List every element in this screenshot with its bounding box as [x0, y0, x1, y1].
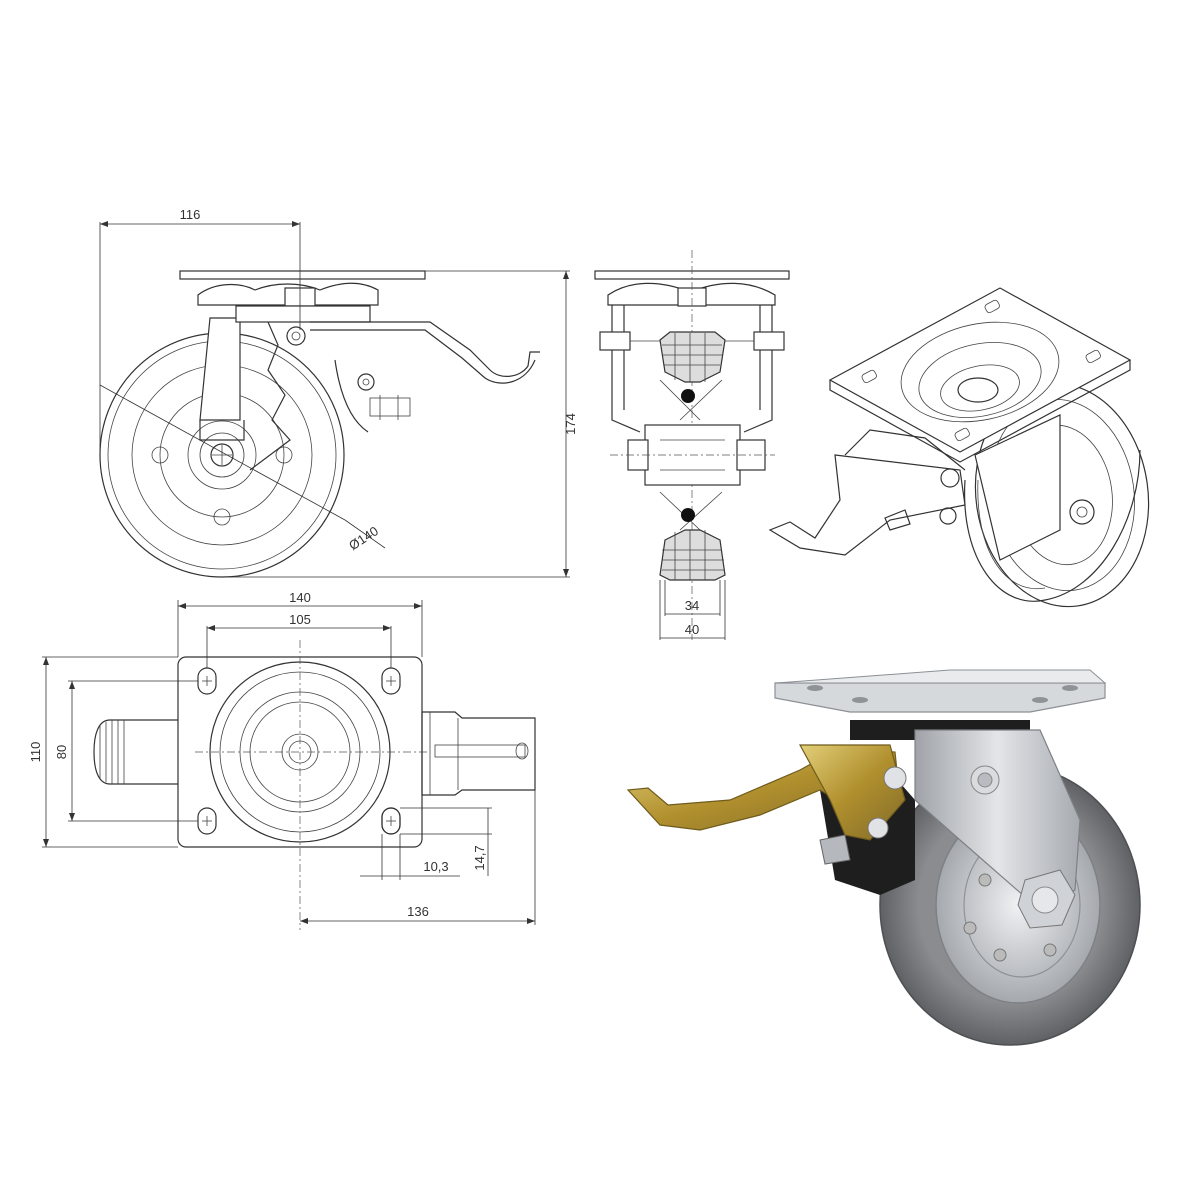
dim-plate-width-110: 110	[28, 742, 43, 763]
side-top-plate	[179, 270, 426, 280]
top-pedal	[421, 711, 536, 796]
front-view-drawing: 34 40	[594, 250, 790, 640]
render-top-plate	[774, 682, 1106, 713]
dim-offset-116: 116	[180, 207, 201, 222]
caster-photo-render	[626, 669, 1141, 1046]
isometric-drawing	[768, 287, 1150, 608]
side-wheel-axle	[210, 443, 234, 467]
side-brake-pedal	[310, 321, 540, 377]
iso-top-plate	[828, 287, 1132, 453]
side-fork	[199, 317, 241, 421]
front-tread-upper	[659, 331, 726, 383]
dim-hole-spacing-80: 80	[54, 745, 69, 759]
dim-hole-length-14-7: 14,7	[472, 845, 487, 870]
dim-hole-width-10-3: 10,3	[423, 859, 448, 874]
dim-plate-length-140: 140	[289, 590, 311, 605]
dim-diameter-140: Ø140	[346, 523, 381, 553]
front-tread-lower	[659, 529, 726, 581]
iso-brake-pedal	[768, 454, 966, 556]
dim-overall-136: 136	[407, 904, 429, 919]
dim-tread-40: 40	[685, 622, 699, 637]
top-view-drawing: 140 105 110 80 10,3 14,7 136	[28, 590, 536, 930]
side-view-drawing: 116 174 Ø140	[99, 207, 578, 578]
dim-height-174: 174	[563, 413, 578, 435]
dim-tread-34: 34	[685, 598, 699, 613]
dim-hole-spacing-105: 105	[289, 612, 311, 627]
